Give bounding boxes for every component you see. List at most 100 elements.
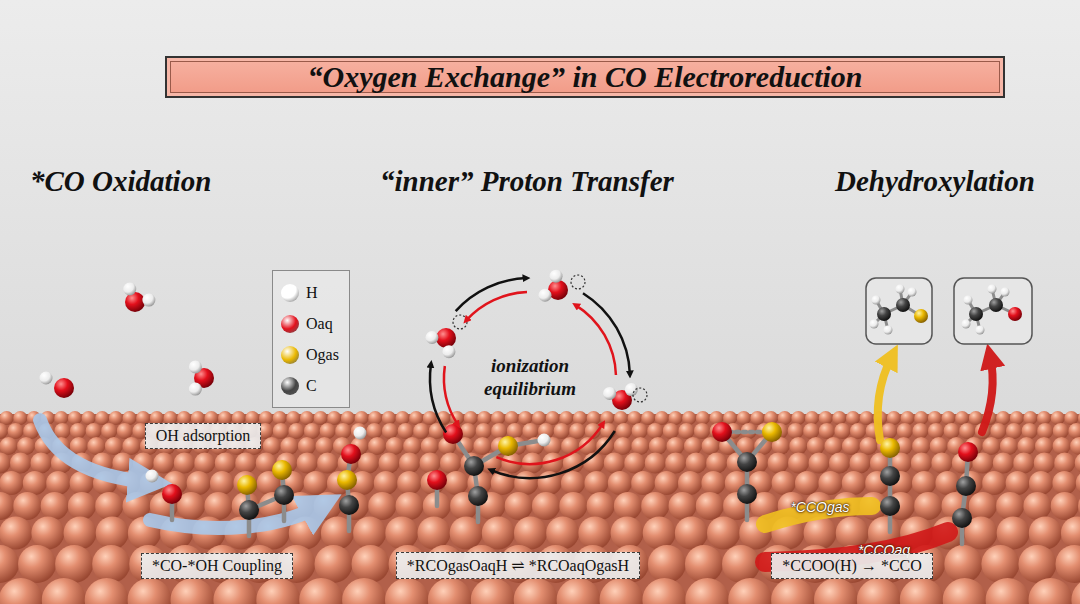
copper-atom [969, 492, 997, 520]
copper-atom [1052, 471, 1076, 495]
copper-atom [996, 411, 1010, 425]
copper-atom [546, 411, 560, 425]
flow-arrow [40, 420, 150, 482]
copper-atom [614, 437, 632, 455]
copper-atom [707, 517, 740, 550]
water-molecule [189, 360, 214, 395]
legend-text: H [306, 284, 318, 302]
copper-atom [315, 437, 333, 455]
copper-atom [554, 423, 570, 439]
copper-atom [887, 411, 901, 425]
atom [189, 383, 202, 396]
copper-atom [814, 578, 858, 604]
atom [339, 495, 359, 515]
copper-atom [413, 423, 429, 439]
copper-atom [421, 437, 439, 455]
copper-atom [706, 453, 727, 474]
copper-atom [213, 578, 257, 604]
copper-atom [518, 411, 532, 425]
copper-atom [128, 578, 172, 604]
copper-atom [1068, 423, 1080, 439]
copper-atom [1075, 453, 1080, 474]
copper-atom [943, 578, 987, 604]
copper-atom [304, 423, 320, 439]
copper-atom [0, 453, 11, 474]
copper-atom [396, 411, 410, 425]
atom [884, 326, 893, 335]
copper-atom [928, 411, 942, 425]
copper-atom [614, 411, 628, 425]
equilibrium-arrow [466, 292, 527, 320]
copper-atom [912, 471, 936, 495]
copper-atom [327, 411, 341, 425]
copper-atom [0, 545, 19, 583]
copper-atom [1061, 517, 1080, 550]
copper-atom [385, 517, 418, 550]
copper-atom [857, 578, 901, 604]
atom [908, 288, 917, 297]
atom [880, 496, 900, 516]
cycle-label: ionization equilibrium [470, 355, 590, 401]
copper-atom [996, 492, 1024, 520]
equilibrium-arrow [496, 424, 603, 464]
copper-atom [0, 411, 14, 425]
proton-vacancy [571, 275, 585, 289]
copper-atom [1078, 411, 1080, 425]
atom [468, 486, 488, 506]
copper-atom [95, 411, 109, 425]
atom [952, 508, 972, 528]
copper-atom [846, 411, 860, 425]
copper-atom [655, 411, 669, 425]
copper-atom [473, 437, 491, 455]
copper-atom [663, 423, 679, 439]
copper-atom [1022, 423, 1038, 439]
copper-atom [647, 423, 663, 439]
copper-atom [358, 453, 379, 474]
equilibrium-arrow [576, 305, 616, 375]
copper-atom [96, 517, 129, 550]
copper-atom [409, 411, 423, 425]
adsorbed-hydroxyl [146, 470, 183, 521]
copper-atom [171, 578, 215, 604]
atom [539, 289, 552, 302]
copper-atom [397, 471, 421, 495]
title-box: “Oxygen Exchange” in CO Electroreduction [165, 56, 1005, 98]
copper-atom [809, 453, 830, 474]
copper-atom [396, 492, 424, 520]
copper-atom [768, 453, 789, 474]
copper-atom [569, 423, 585, 439]
copper-atom [686, 453, 707, 474]
copper-atom [0, 492, 14, 520]
atom [341, 444, 361, 464]
copper-atom [0, 437, 18, 455]
copper-atom [778, 411, 792, 425]
copper-atom [382, 423, 398, 439]
legend-swatch [281, 346, 299, 364]
copper-atom [87, 437, 105, 455]
copper-atom [1037, 423, 1053, 439]
copper-atom [476, 423, 492, 439]
legend-row: Oaq [281, 308, 339, 339]
legend-row: Ogas [281, 339, 339, 370]
arrow-label: *CCOgas [790, 499, 849, 515]
copper-atom [352, 545, 390, 583]
copper-atom [722, 545, 760, 583]
copper-atom [505, 411, 519, 425]
atom [337, 470, 357, 490]
copper-atom [694, 423, 710, 439]
copper-atom [92, 545, 130, 583]
product-box [954, 278, 1032, 344]
copper-atom [23, 471, 47, 495]
atom [162, 484, 182, 504]
copper-atom [368, 492, 396, 520]
copper-atom [849, 453, 870, 474]
copper-atom [788, 453, 809, 474]
copper-atom [642, 578, 686, 604]
atom [239, 500, 259, 520]
copper-atom [1051, 411, 1065, 425]
flow-arrow [150, 505, 322, 528]
copper-atom [341, 411, 355, 425]
copper-atom [335, 423, 351, 439]
copper-atom [13, 492, 41, 520]
copper-atom [1071, 578, 1080, 604]
